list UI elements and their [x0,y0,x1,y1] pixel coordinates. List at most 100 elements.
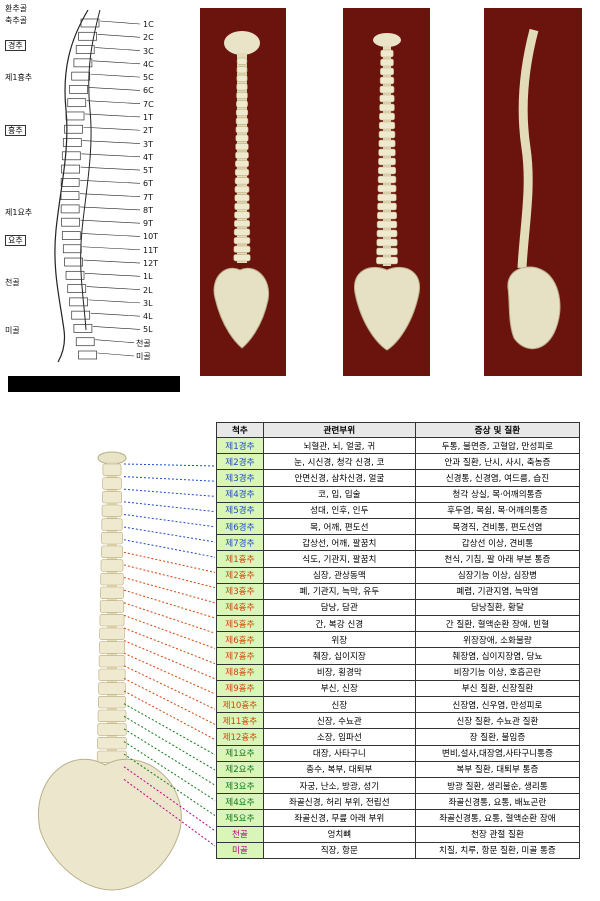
related-area-cell: 안면신경, 삼차신경, 얼굴 [262,469,416,487]
diagram-leader-line [80,166,141,171]
symptom-cell: 천식, 기침, 팔 아래 부분 통증 [414,550,581,568]
diagram-vertebra-label: 5T [143,166,153,176]
diagram-vertebra-outline [61,217,80,227]
related-area-cell: 목, 어깨, 편도선 [262,517,416,536]
leader-line [123,640,216,680]
spine-photo-side [484,8,582,376]
related-area-cell: 비장, 횡경막 [262,663,416,681]
diagram-vertebra-label: 1L [143,272,153,282]
diagram-leader-line [99,20,141,25]
diagram-vertebra-label: 11T [143,245,159,255]
diagram-vertebra-outline [78,350,97,360]
vertebra-bone [97,737,127,750]
vertebra-bone [377,211,397,220]
diagram-vertebra-label: 2C [143,33,154,43]
symptom-cell: 치질, 치루, 항문 질환, 미골 통증 [414,841,581,859]
spine-diagram-drawing [54,9,141,363]
leader-line [123,652,216,695]
diagram-vertebra-outline [64,124,83,134]
diagram-leader-line [81,153,141,158]
diagram-leader-line [90,73,141,78]
table-header-row: 척추 관련부위 증상 및 질환 [216,422,581,438]
vertebra-bone [100,573,124,586]
vertebra-bone [380,58,394,67]
vertebra-bone [234,168,250,176]
vertebra-bone [234,202,250,211]
vertebra-bone [378,130,396,139]
diagram-leader-line [92,60,141,65]
symptom-cell: 변비,설사,대장염,사타구니통증 [414,744,581,762]
diagram-vertebra-outline [75,45,95,54]
black-bar [8,376,180,392]
diagram-vertebra-outline [62,244,82,254]
vertebra-bone [97,696,127,709]
related-area-cell: 좌골신경, 무릎 아래 부위 [262,809,416,827]
leader-line [123,564,216,589]
segment-cell: 제7흉추 [216,647,264,665]
leader-line [123,577,216,604]
diagram-leader-line [80,180,141,184]
vertebra-bone [99,641,125,654]
diagram-vertebra-outline [75,337,95,347]
vertebra-bone [102,491,122,504]
diagram-leader-line [83,126,141,131]
vertebra-bone [98,655,126,668]
vertebra-bone [376,229,398,238]
diagram-vertebra-label: 1C [143,20,154,29]
segment-cell: 제8흉추 [216,663,264,681]
symptom-cell: 천장 관절 질환 [414,825,581,843]
diagram-vertebra-label: 6T [143,179,153,189]
related-area-cell: 췌장, 십이지장 [262,647,416,665]
diagram-vertebra-label: 1T [143,112,153,122]
vertebra-bone [99,614,125,627]
vertebra-bone [97,723,127,736]
leader-line [123,488,216,497]
diagram-vertebra-outline [61,164,80,174]
diagram-leader-line [80,206,141,211]
vertebra-bone [236,66,248,74]
leader-line [123,715,216,771]
diagram-leader-line [86,100,141,104]
leader-line [123,766,216,832]
diagram-vertebra-outline [71,310,91,320]
segment-cell: 제12흉추 [216,728,264,746]
symptom-cell: 위장장애, 소화불량 [414,631,581,649]
vertebra-bone [377,193,397,202]
vertebra-bone [236,57,248,65]
segment-cell: 제4요추 [216,793,264,811]
diagram-vertebra-label: 12T [143,259,159,269]
diagram-label-c2name: 축추골 [5,16,28,25]
segment-cell: 제5요추 [216,809,264,827]
diagram-vertebra-outline [69,85,88,94]
segment-cell: 제3흉추 [216,582,264,600]
diagram-vertebra-label: 9T [143,219,153,229]
diagram-label-coc: 미골 [5,326,20,335]
vertebra-bone [380,49,394,58]
header-symptoms: 증상 및 질환 [414,422,581,438]
leader-line [123,703,216,756]
leader-line [123,526,216,543]
leader-line [123,476,216,482]
segment-cell: 미골 [216,841,264,859]
segment-cell: 제6경추 [216,517,264,536]
vertebra-bone [234,211,250,219]
vertebra-bone [236,100,248,108]
diagram-vertebra-label: 10T [143,232,159,242]
diagram-vertebra-outline [60,204,80,214]
leader-line [123,539,216,558]
symptom-cell: 신장 질환, 수뇨관 질환 [414,712,581,730]
related-area-cell: 부신, 신장 [262,679,416,698]
symptom-cell: 두통, 불면증, 고혈압, 만성피로 [414,436,581,455]
vertebra-bone [377,166,397,175]
vertebra-bone [236,83,248,91]
diagram-vertebra-outline [80,18,100,28]
diagram-leader-line [82,140,141,144]
diagram-vertebra-label: 7C [143,99,154,109]
